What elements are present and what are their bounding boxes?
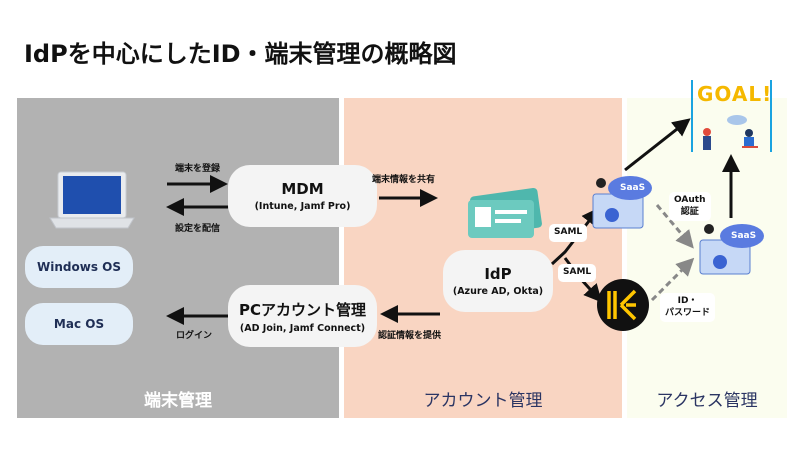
- goal-illustration: [691, 80, 772, 152]
- windows-os-box: Windows OS: [25, 246, 133, 288]
- deliver-label: 設定を配信: [175, 224, 221, 234]
- pc-account-title: PCアカウント管理: [238, 300, 366, 319]
- mac-os-box: Mac OS: [25, 303, 133, 345]
- pc-account-sub: (AD Join, Jamf Connect): [239, 322, 366, 334]
- mdm-sub: (Intune, Jamf Pro): [254, 201, 351, 212]
- laptop-icon: [49, 171, 135, 229]
- goal-text: GOAL!: [697, 82, 773, 106]
- login-label: ログイン: [176, 331, 213, 341]
- mdm-title: MDM: [281, 180, 324, 198]
- saas-icon-1: [592, 176, 652, 229]
- id-password-label: ID・ パスワード: [660, 293, 716, 323]
- idp-sub: (Azure AD, Okta): [452, 286, 544, 297]
- provide-label: 認証情報を提供: [378, 331, 442, 341]
- page-title: IdPを中心にしたID・端末管理の概略図: [24, 40, 457, 68]
- oauth-label: OAuth 認証: [669, 192, 711, 222]
- id-card-icon: [468, 187, 542, 238]
- pc-account-box: PCアカウント管理 (AD Join, Jamf Connect): [228, 285, 377, 347]
- mdm-box: MDM (Intune, Jamf Pro): [228, 165, 377, 227]
- register-label: 端末を登録: [175, 164, 221, 174]
- keeper-logo-icon: [597, 279, 649, 331]
- access-panel-label: アクセス管理: [656, 391, 758, 411]
- saml-label-1: SAML: [549, 224, 588, 242]
- device-panel-label: 端末管理: [144, 391, 212, 411]
- idp-title: IdP: [484, 265, 512, 283]
- saas-label-1: SaaS: [620, 183, 646, 193]
- saas-label-2: SaaS: [731, 231, 757, 241]
- account-panel-label: アカウント管理: [423, 391, 543, 411]
- saml-label-2: SAML: [558, 264, 597, 282]
- password-label: パスワード: [665, 307, 711, 318]
- share-label: 端末情報を共有: [372, 175, 436, 185]
- saas-icon-2: [699, 224, 764, 275]
- id-label: ID・: [677, 296, 698, 306]
- idp-box: IdP (Azure AD, Okta): [443, 250, 553, 312]
